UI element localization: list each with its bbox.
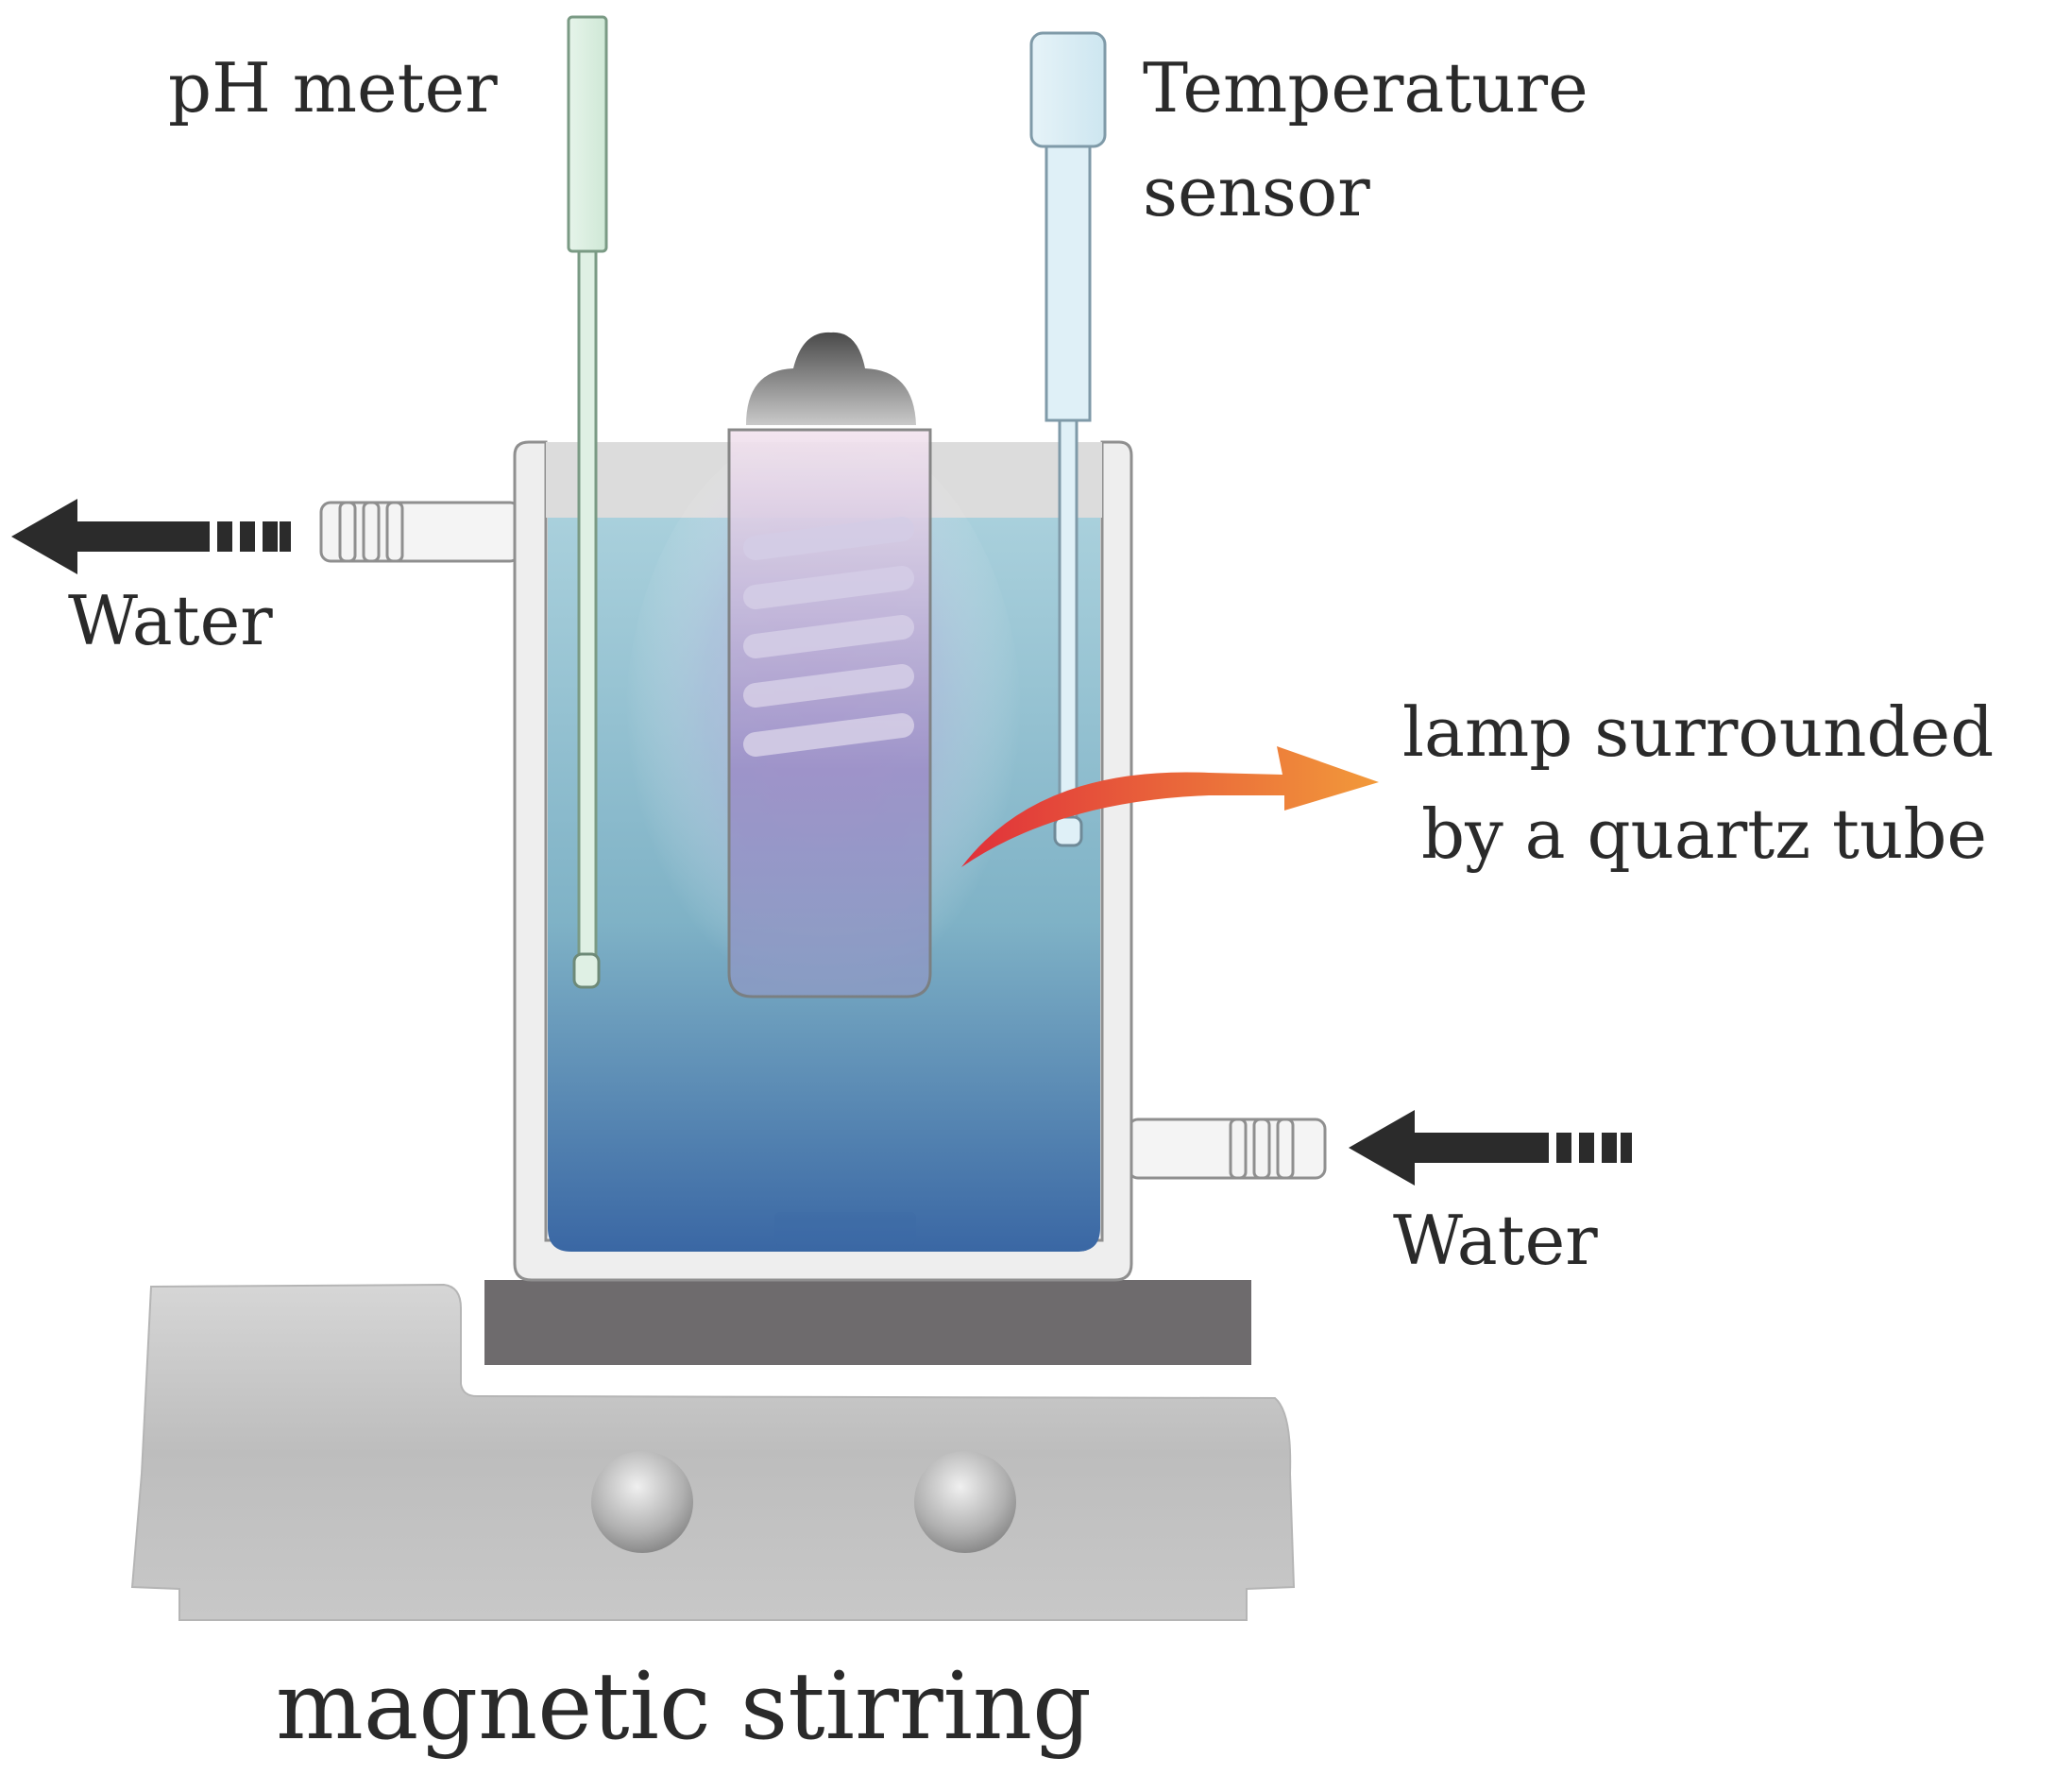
stirrer-knob-left <box>591 1451 693 1553</box>
magnetic-stirrer <box>130 1283 1296 1621</box>
water-inlet-arrow <box>1349 1110 1632 1186</box>
water-outlet-arrow <box>11 499 291 574</box>
label-lamp-line2: by a quartz tube <box>1421 794 1987 874</box>
water-outlet-nozzle <box>319 501 521 563</box>
stir-bar <box>774 1212 916 1245</box>
temperature-sensor-probe <box>1029 31 1107 847</box>
stirrer-knob-right <box>914 1451 1016 1553</box>
lamp-cap <box>746 332 916 425</box>
label-magnetic-stirring: magnetic stirring <box>276 1653 1092 1761</box>
lamp-coil <box>743 517 914 757</box>
quartz-tube <box>727 428 932 998</box>
label-temperature-line2: sensor <box>1143 152 1370 231</box>
label-ph-meter: pH meter <box>168 48 498 128</box>
label-lamp-line1: lamp surrounded <box>1402 692 1994 772</box>
label-temperature-line1: Temperature <box>1143 48 1588 128</box>
label-water-inlet: Water <box>1393 1201 1598 1280</box>
label-water-outlet: Water <box>68 581 273 660</box>
stir-plate <box>484 1280 1251 1365</box>
ph-meter-probe <box>567 15 608 989</box>
lamp-callout-arrow <box>961 746 1379 867</box>
water-inlet-nozzle <box>1127 1118 1327 1180</box>
